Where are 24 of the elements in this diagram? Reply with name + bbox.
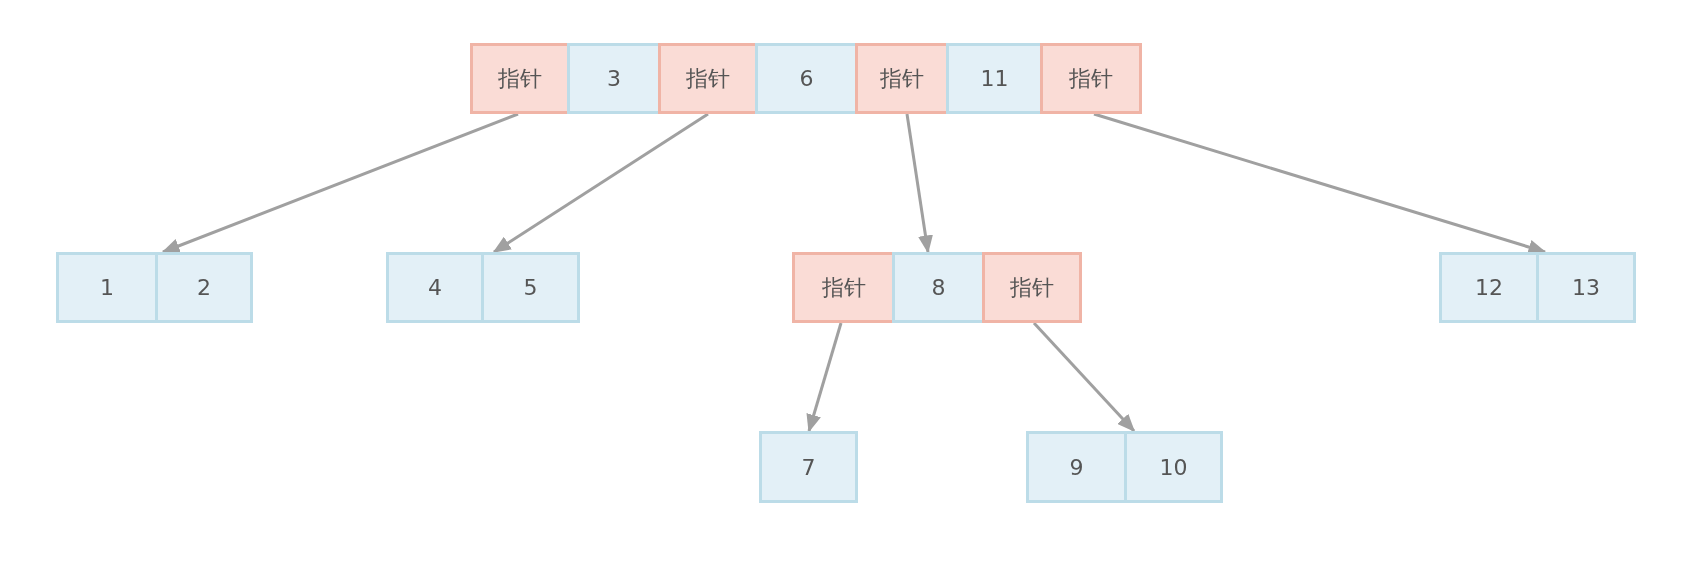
pointer-cell: 指针 <box>792 252 895 323</box>
key-cell: 6 <box>755 43 858 114</box>
key-cell: 3 <box>567 43 661 114</box>
arrow <box>161 112 519 254</box>
key-cell: 10 <box>1124 431 1223 503</box>
key-cell: 5 <box>481 252 580 323</box>
pointer-cell: 指针 <box>1040 43 1142 114</box>
key-cell: 11 <box>946 43 1043 114</box>
arrow <box>492 112 709 254</box>
key-cell: 4 <box>386 252 484 323</box>
key-cell: 1 <box>56 252 158 323</box>
arrow <box>905 113 933 254</box>
key-cell: 8 <box>892 252 985 323</box>
key-cell: 9 <box>1026 431 1127 503</box>
key-cell: 13 <box>1536 252 1636 323</box>
pointer-cell: 指针 <box>855 43 949 114</box>
pointer-cell: 指针 <box>470 43 570 114</box>
arrow <box>806 322 843 433</box>
pointer-cell: 指针 <box>658 43 758 114</box>
pointer-cell: 指针 <box>982 252 1082 323</box>
arrow <box>1032 322 1136 433</box>
key-cell: 7 <box>759 431 858 503</box>
key-cell: 2 <box>155 252 253 323</box>
key-cell: 12 <box>1439 252 1539 323</box>
